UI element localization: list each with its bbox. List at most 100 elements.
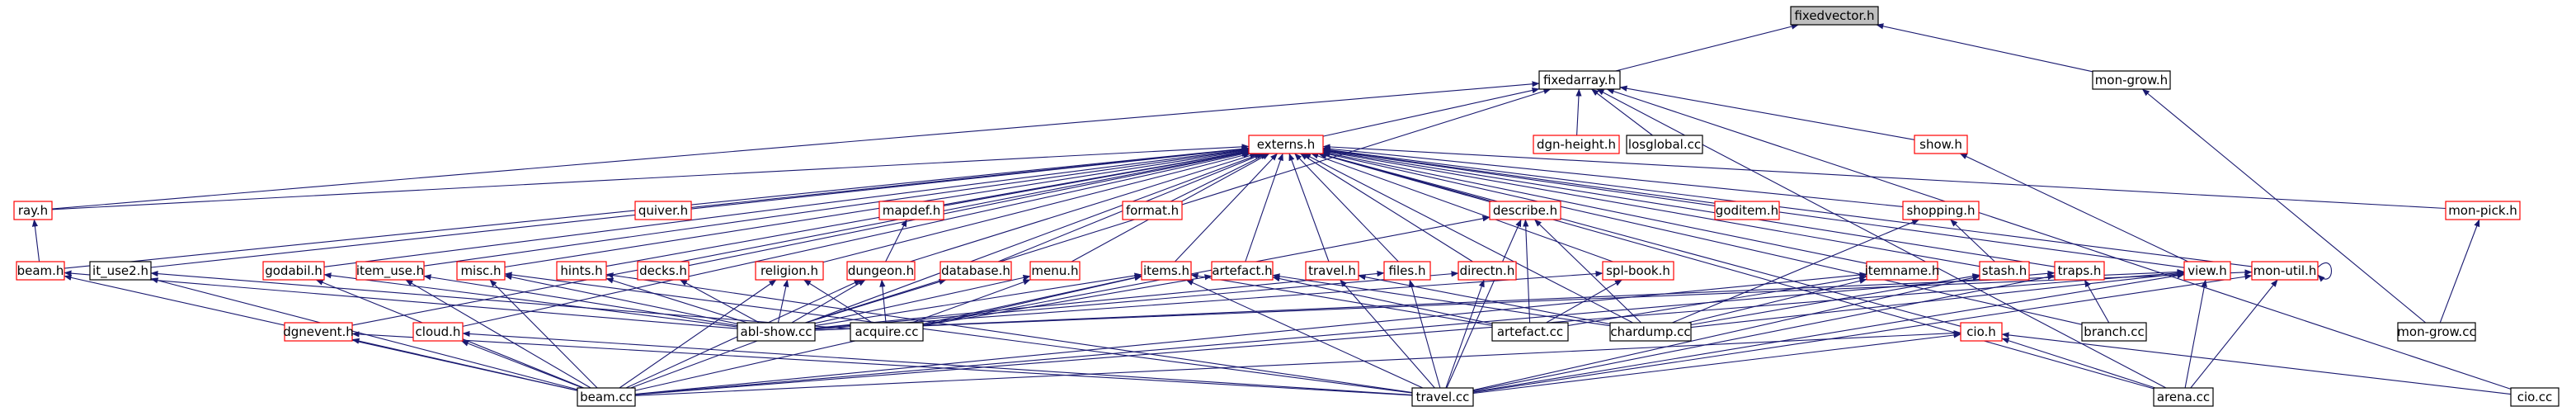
node-label: mon-grow.h [2095,73,2168,87]
node-externs_h[interactable]: externs.h [1248,135,1324,154]
edge-abl_show_cc-to-items_h [814,272,1142,327]
node-describe_h[interactable]: describe.h [1489,201,1561,220]
node-box [2081,322,2147,342]
edge-abl_show_cc-to-religion_h [777,279,789,324]
edge-travel_cc-to-mon_util_h [1472,273,2253,394]
edge-dungeon_h-to-externs_h [910,153,1258,262]
node-godabil_h[interactable]: godabil.h [262,261,325,281]
node-box [1790,6,1879,26]
node-box [262,261,325,281]
node-show_h[interactable]: show.h [1914,135,1968,154]
node-label: item_use.h [356,263,424,279]
edge-arena_cc-to-externs_h [1317,152,2155,390]
node-database_h[interactable]: database.h [940,261,1012,281]
edge-travel_cc-to-cio_h [1472,332,1961,395]
node-abl_show_cc[interactable]: abl-show.cc [737,322,816,342]
node-fixedarray_h[interactable]: fixedarray.h [1538,70,1621,90]
node-religion_h[interactable]: religion.h [755,261,824,281]
node-spl_book_h[interactable]: spl-book.h [1602,261,1674,281]
edge-travel_h-to-externs_h [1288,153,1330,262]
node-label: stash.h [1982,263,2027,278]
node-fixedvector_h[interactable]: fixedvector.h [1790,6,1879,26]
node-box [13,201,53,220]
node-label: losglobal.cc [1628,137,1701,152]
node-mon_util_h[interactable]: mon-util.h [2251,261,2319,281]
node-view_h[interactable]: view.h [2183,261,2231,281]
node-cio_cc[interactable]: cio.cc [2510,387,2560,407]
node-label: shopping.h [1906,203,1975,218]
node-quiver_h[interactable]: quiver.h [634,201,692,220]
node-box [1533,135,1620,154]
node-label: items.h [1143,263,1189,278]
edge-arena_cc-to-cio_h [2001,338,2156,389]
node-box [1538,70,1621,90]
node-beam_h[interactable]: beam.h [16,261,65,281]
node-artefact_h[interactable]: artefact.h [1211,261,1274,281]
node-label: mapdef.h [883,203,941,218]
edge-artefact_cc-to-artefact_h [1272,276,1493,324]
edge-losglobal_cc-to-fixedarray_h [1591,88,1653,136]
node-itemname_h[interactable]: itemname.h [1865,261,1940,281]
node-cloud_h[interactable]: cloud.h [412,322,464,342]
node-mon_pick_h[interactable]: mon-pick.h [2445,201,2521,220]
node-chardump_cc[interactable]: chardump.cc [1609,322,1692,342]
node-layer: fixedvector.h fixedarray.h mon-grow.h dgn-h… [13,6,2560,407]
node-menu_h[interactable]: menu.h [1029,261,1081,281]
node-beam_cc[interactable]: beam.cc [577,387,636,407]
node-decks_h[interactable]: decks.h [637,261,690,281]
node-label: format.h [1126,203,1179,218]
node-label: acquire.cc [855,324,919,339]
edge-traps_h-to-externs_h [1322,148,2056,267]
edge-travel_cc-to-describe_h [1446,219,1522,389]
node-label: chardump.cc [1610,324,1690,339]
node-directn_h[interactable]: directn.h [1458,261,1517,281]
node-box [1914,135,1968,154]
node-dungeon_h[interactable]: dungeon.h [846,261,916,281]
node-mon_grow_cc[interactable]: mon-grow.cc [2397,322,2476,342]
node-shopping_h[interactable]: shopping.h [1902,201,1980,220]
node-box [1902,201,1980,220]
node-box [2153,387,2214,407]
edge-chardump_cc-to-itemname_h [1688,277,1867,324]
edge-format_h-to-externs_h [1170,153,1269,202]
node-acquire_cc[interactable]: acquire.cc [850,322,924,342]
node-ray_h[interactable]: ray.h [13,201,53,220]
node-mapdef_h[interactable]: mapdef.h [878,201,944,220]
node-arena_cc[interactable]: arena.cc [2153,387,2214,407]
node-cio_h[interactable]: cio.h [1960,322,2003,342]
node-label: goditem.h [1716,203,1778,218]
edge-dungeon_h-to-mapdef_h [885,219,907,262]
node-format_h[interactable]: format.h [1122,201,1183,220]
node-it_use2_h[interactable]: it_use2.h [89,261,152,281]
edge-acquire_cc-to-religion_h [803,279,873,324]
node-stash_h[interactable]: stash.h [1979,261,2030,281]
node-item_use_h[interactable]: item_use.h [356,261,425,281]
node-items_h[interactable]: items.h [1141,261,1192,281]
node-traps_h[interactable]: traps.h [2054,261,2105,281]
edge-artefact_cc-to-items_h [1190,272,1493,326]
node-artefact_cc[interactable]: artefact.cc [1491,322,1569,342]
node-losglobal_cc[interactable]: losglobal.cc [1626,135,1703,154]
edge-shopping_h-to-externs_h [1322,145,1904,207]
node-mon_grow_h[interactable]: mon-grow.h [2092,70,2171,90]
node-box [1383,261,1431,281]
node-label: hints.h [560,263,602,278]
edge-travel_cc-to-dgnevent_h [351,331,1413,396]
node-label: directn.h [1460,263,1515,278]
edge-arena_cc-to-view_h [2184,279,2207,389]
node-files_h[interactable]: files.h [1383,261,1431,281]
node-hints_h[interactable]: hints.h [556,261,607,281]
edge-beam_cc-to-religion_h [619,279,777,389]
node-branch_cc[interactable]: branch.cc [2081,322,2147,342]
node-travel_cc[interactable]: travel.cc [1411,387,1474,407]
node-travel_h[interactable]: travel.h [1305,261,1359,281]
node-label: artefact.h [1212,263,1272,278]
edge-chardump_cc-to-artefact_h [1272,273,1611,327]
node-box [1029,261,1081,281]
edge-stash_h-to-externs_h [1322,149,1980,267]
node-dgnevent_h[interactable]: dgnevent.h [283,322,354,342]
node-dgn_height_h[interactable]: dgn-height.h [1533,135,1620,154]
node-misc_h[interactable]: misc.h [456,261,506,281]
edge-acquire_cc-to-dungeon_h [879,279,887,324]
node-goditem_h[interactable]: goditem.h [1714,201,1780,220]
